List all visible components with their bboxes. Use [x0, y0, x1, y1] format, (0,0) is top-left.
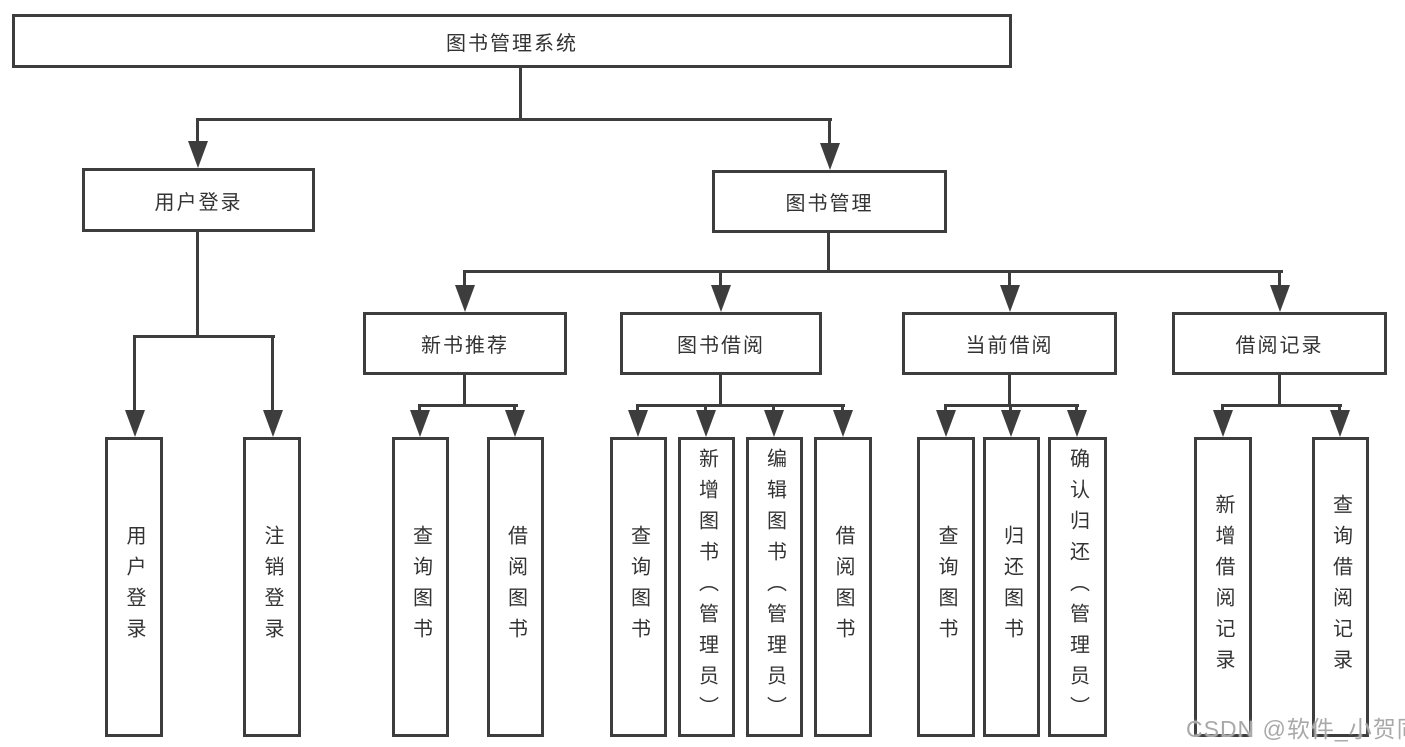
connector-line	[463, 375, 466, 407]
arrow-down-icon	[820, 143, 840, 170]
node-label: 图书借阅	[677, 335, 765, 357]
arrow-down-icon	[936, 410, 956, 437]
node-label: 注销登录	[261, 525, 283, 649]
node-label: 当前借阅	[965, 335, 1054, 357]
arrow-down-icon	[1330, 410, 1350, 437]
connector-line	[1221, 404, 1342, 407]
leaf-br-add-record: 新增借阅记录	[1194, 437, 1252, 737]
node-label: 新增图书（管理员）	[695, 447, 718, 727]
node-book-management: 图书管理	[712, 170, 947, 233]
arrow-down-icon	[1067, 410, 1087, 437]
arrow-down-icon	[1213, 410, 1233, 437]
connector-line	[828, 118, 831, 164]
node-label: 新增借阅记录	[1212, 494, 1234, 680]
connector-line	[719, 375, 722, 407]
leaf-nb-borrow-books: 借阅图书	[487, 437, 544, 737]
connector-line	[1008, 375, 1011, 407]
arrow-down-icon	[505, 410, 525, 437]
watermark: CSDN @软件_小贺同学	[1186, 716, 1405, 742]
leaf-bb-edit-books-admin: 编辑图书（管理员）	[746, 437, 803, 737]
leaf-bb-query-books: 查询图书	[610, 437, 667, 737]
arrow-down-icon	[410, 410, 430, 437]
node-label: 用户登录	[154, 191, 243, 214]
arrow-down-icon	[764, 410, 784, 437]
node-label: 查询图书	[409, 525, 432, 649]
node-label: 确认归还（管理员）	[1066, 447, 1089, 727]
node-new-book-recommend: 新书推荐	[363, 312, 567, 375]
leaf-br-query-record: 查询借阅记录	[1312, 437, 1369, 737]
connector-line	[418, 404, 518, 407]
connector-line	[133, 335, 136, 431]
leaf-bb-borrow-books: 借阅图书	[814, 437, 872, 737]
leaf-cb-confirm-return-admin: 确认归还（管理员）	[1048, 437, 1107, 737]
connector-line	[463, 270, 1283, 273]
node-book-borrowing: 图书借阅	[620, 312, 822, 375]
node-label: 查询图书	[935, 525, 957, 649]
arrow-down-icon	[125, 410, 145, 437]
node-label: 图书管理	[785, 193, 874, 215]
node-library-management-system: 图书管理系统	[12, 14, 1012, 68]
leaf-user-login: 用户登录	[105, 437, 163, 737]
connector-line	[519, 68, 522, 120]
connector-line	[196, 232, 199, 338]
connector-line	[1008, 270, 1011, 288]
node-user-login: 用户登录	[82, 168, 315, 232]
node-label: 用户登录	[123, 525, 145, 649]
node-label: 借阅图书	[832, 525, 854, 649]
node-label: 查询图书	[627, 525, 650, 649]
leaf-cb-return-books: 归还图书	[983, 437, 1040, 737]
node-label: 查询借阅记录	[1329, 494, 1352, 680]
connector-line	[1278, 375, 1281, 407]
connector-line	[463, 270, 466, 288]
arrow-down-icon	[455, 285, 475, 312]
node-label: 借阅图书	[504, 525, 527, 649]
connector-line	[1278, 270, 1281, 288]
node-label: 新书推荐	[421, 335, 509, 357]
leaf-logout: 注销登录	[243, 437, 301, 737]
arrow-down-icon	[263, 410, 283, 437]
arrow-down-icon	[696, 410, 716, 437]
node-borrowing-records: 借阅记录	[1172, 312, 1387, 375]
arrow-down-icon	[628, 410, 648, 437]
arrow-down-icon	[1270, 285, 1290, 312]
connector-line	[133, 335, 275, 338]
node-label: 归还图书	[1000, 525, 1023, 649]
arrow-down-icon	[188, 141, 208, 168]
connector-line	[719, 270, 722, 288]
node-current-borrowing: 当前借阅	[902, 312, 1117, 375]
connector-line	[827, 233, 830, 273]
leaf-cb-query-books: 查询图书	[917, 437, 975, 737]
leaf-bb-add-books-admin: 新增图书（管理员）	[678, 437, 735, 737]
connector-line	[196, 118, 199, 162]
connector-line	[196, 118, 832, 121]
arrow-down-icon	[711, 285, 731, 312]
node-label: 图书管理系统	[446, 32, 578, 55]
arrow-down-icon	[833, 410, 853, 437]
connector-line	[636, 404, 845, 407]
arrow-down-icon	[1001, 410, 1021, 437]
leaf-nb-query-books: 查询图书	[392, 437, 449, 737]
arrow-down-icon	[1000, 285, 1020, 312]
connector-line	[271, 335, 274, 431]
node-label: 借阅记录	[1235, 335, 1324, 357]
node-label: 编辑图书（管理员）	[763, 447, 786, 727]
